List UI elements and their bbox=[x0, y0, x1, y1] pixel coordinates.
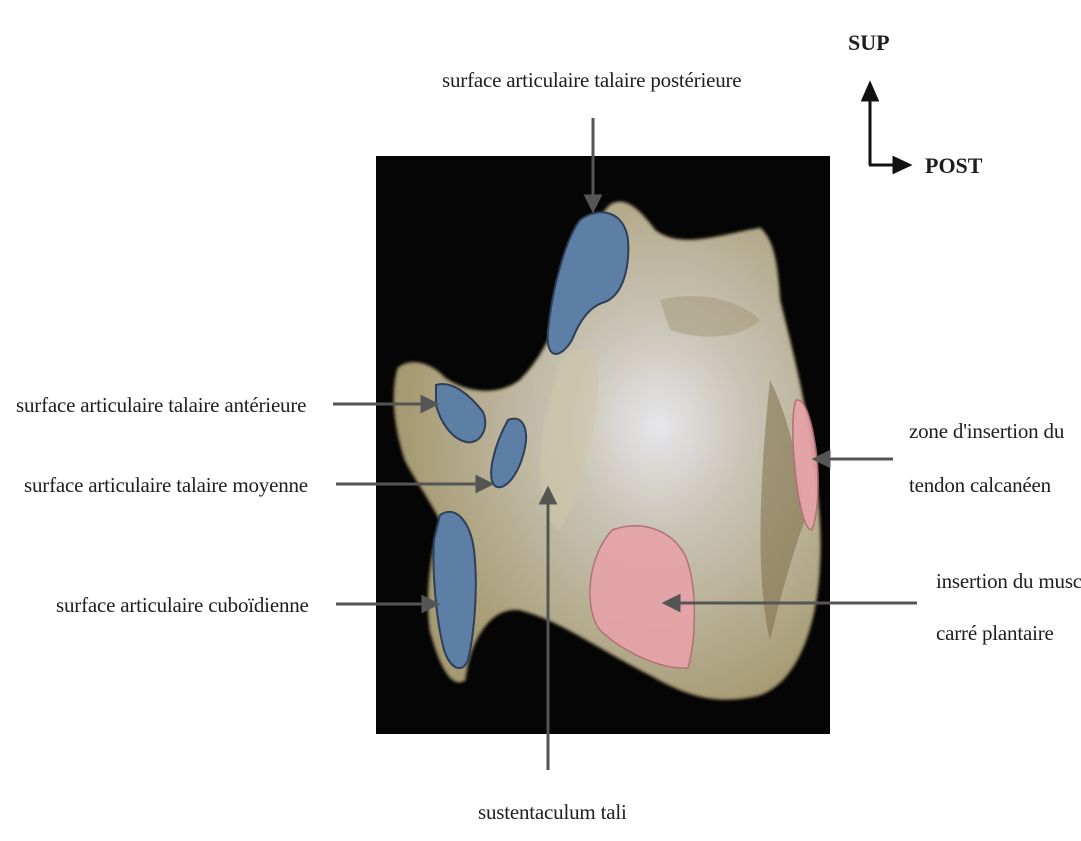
label-achilles-insertion-line1: zone d'insertion du bbox=[909, 419, 1064, 443]
orientation-post-label: POST bbox=[925, 153, 982, 179]
label-quadratus-insertion-line2: carré plantaire bbox=[936, 621, 1054, 645]
orientation-sup-label: SUP bbox=[848, 30, 890, 56]
label-achilles-insertion-line2: tendon calcanéen bbox=[909, 473, 1051, 497]
label-posterior-talar-surface: surface articulaire talaire postérieure bbox=[442, 68, 741, 92]
arrowhead bbox=[863, 84, 877, 100]
label-cuboid-surface: surface articulaire cuboïdienne bbox=[56, 593, 309, 617]
label-middle-talar-surface: surface articulaire talaire moyenne bbox=[24, 473, 308, 497]
label-anterior-talar-surface: surface articulaire talaire antérieure bbox=[16, 393, 306, 417]
arrowhead bbox=[894, 158, 909, 172]
label-quadratus-insertion-line1: insertion du muscle bbox=[936, 569, 1081, 593]
label-sustentaculum-tali: sustentaculum tali bbox=[478, 800, 627, 824]
